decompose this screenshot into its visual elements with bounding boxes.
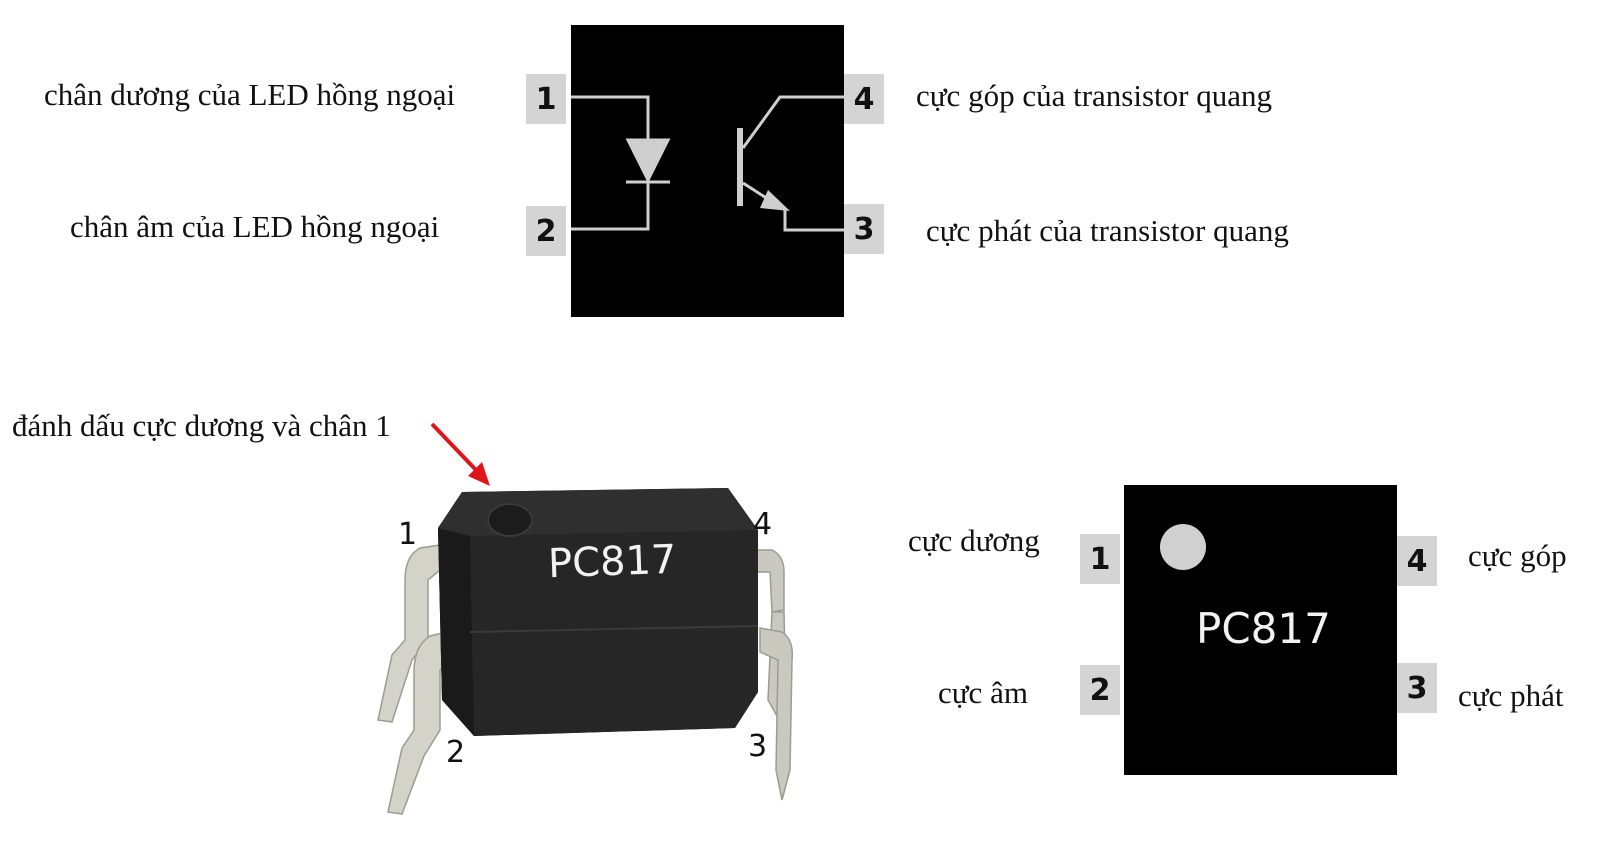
- chip-legs-right: [749, 549, 794, 801]
- led-symbol: [571, 95, 671, 231]
- chip-legs-left: [377, 544, 456, 815]
- topview-pin1-label: cực dương: [908, 523, 1040, 558]
- photo-chip-text: PC817: [547, 536, 678, 588]
- chip-body: [438, 488, 759, 736]
- pin4-label: cực góp của transistor quang: [916, 78, 1272, 113]
- schematic-pin-3: 3: [844, 204, 884, 254]
- schematic-pin-2: 2: [526, 206, 566, 256]
- pin1-dot: [487, 503, 533, 537]
- marker-arrow: [430, 422, 490, 486]
- topview-pin3-label: cực phát: [1458, 678, 1564, 713]
- topview-pin1-dot: [1160, 524, 1206, 570]
- pin1-marker-label: đánh dấu cực dương và chân 1: [12, 408, 391, 443]
- photo-pin-1: 1: [398, 517, 418, 552]
- pin2-label: chân âm của LED hồng ngoại: [70, 209, 440, 244]
- topview-pin-4: 4: [1397, 536, 1437, 586]
- schematic-pin-1: 1: [526, 74, 566, 124]
- photo-pin-3: 3: [748, 729, 768, 764]
- pin3-label: cực phát của transistor quang: [926, 213, 1289, 248]
- topview-pin-2: 2: [1080, 665, 1120, 715]
- schematic-pin-4: 4: [844, 74, 884, 124]
- topview-pin-1: 1: [1080, 534, 1120, 584]
- schematic-body: [571, 25, 844, 317]
- pin1-label: chân dương của LED hồng ngoại: [44, 77, 456, 112]
- topview-pin2-label: cực âm: [938, 675, 1028, 710]
- photo-pin-4: 4: [753, 507, 773, 542]
- topview-pin-3: 3: [1397, 663, 1437, 713]
- phototransistor-symbol: [737, 95, 844, 232]
- topview-chip-text: PC817: [1196, 604, 1331, 653]
- topview-pin4-label: cực góp: [1468, 538, 1567, 573]
- photo-pin-2: 2: [446, 735, 466, 770]
